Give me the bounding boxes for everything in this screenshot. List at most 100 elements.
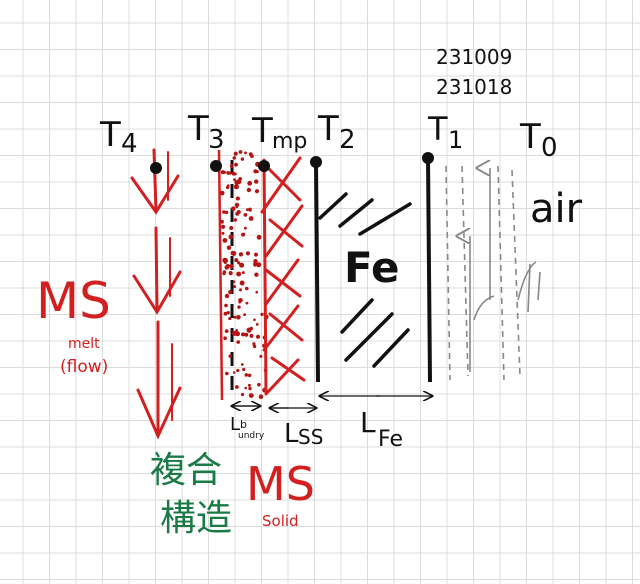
melt-dot [248, 207, 252, 211]
melt-dot [250, 154, 254, 159]
solid-ms-layer [260, 156, 306, 396]
melt-dot [239, 288, 242, 292]
dim-lfe: L Fe [360, 406, 403, 452]
melt-dot [244, 151, 247, 155]
melt-dot [236, 315, 241, 320]
melt-dot [245, 251, 250, 256]
melt-dot [241, 271, 245, 275]
melt-dot [255, 323, 259, 326]
lb-letter: L [230, 414, 240, 435]
melt-dot [245, 286, 249, 291]
melt-dot [236, 340, 240, 344]
label-t1: T 1 [427, 110, 463, 154]
melt-dot [243, 313, 247, 316]
melt-dot [238, 252, 244, 257]
melt-dot [223, 336, 227, 341]
melt-dot [234, 172, 237, 176]
melt-dot [248, 216, 254, 221]
melt-dot [221, 224, 226, 229]
t3-sub: 3 [208, 125, 225, 155]
melt-dot [224, 303, 228, 308]
label-ms-solid: MS [246, 457, 315, 511]
melt-dot [237, 261, 241, 265]
t2-letter: T [317, 109, 339, 149]
melt-dot [243, 213, 248, 217]
melt-flow-arrows [130, 148, 182, 440]
label-tmp: T mp [251, 111, 307, 154]
melt-dot [240, 363, 244, 366]
melt-dot [224, 210, 229, 215]
melt-dot [247, 383, 251, 387]
boundary-layer [217, 149, 269, 401]
melt-dot [233, 184, 239, 190]
dot-t4 [150, 162, 162, 174]
lss-sub: SS [298, 425, 323, 449]
melt-dot [228, 234, 234, 240]
melt-dot [225, 185, 230, 190]
melt-dot [221, 231, 225, 235]
melt-dot [255, 290, 258, 294]
lss-letter: L [284, 419, 299, 449]
melt-dot [254, 189, 260, 194]
melt-dot [229, 226, 234, 230]
melt-dot [244, 386, 247, 390]
melt-dot [226, 263, 230, 268]
melt-dot [256, 262, 262, 268]
melt-dot [252, 342, 256, 346]
melt-dot [245, 301, 249, 305]
tmp-letter: T [251, 111, 273, 151]
melt-dot [259, 354, 263, 358]
melt-dot [250, 394, 254, 398]
melt-dot [229, 164, 234, 168]
melt-dot [222, 270, 227, 274]
lb-sub-bottom: undry [238, 431, 265, 441]
melt-dot [244, 226, 247, 230]
t0-sub: 0 [541, 133, 558, 163]
melt-dot [242, 367, 246, 372]
dot-tmp [258, 160, 270, 172]
t0-letter: T [519, 117, 541, 157]
dot-t3 [210, 160, 222, 172]
melt-dot [237, 305, 241, 309]
label-solid: Solid [262, 512, 299, 530]
melt-dot [220, 219, 224, 224]
node-dots [150, 152, 434, 174]
melt-dot [222, 257, 228, 263]
fe-hatching [318, 192, 412, 368]
date-1: 231009 [436, 45, 512, 69]
melt-dot [228, 354, 232, 358]
t1-sub: 1 [448, 126, 463, 154]
melt-dot [247, 180, 253, 186]
melt-dot [234, 258, 239, 263]
tmp-sub: mp [272, 129, 307, 154]
melt-dot [235, 211, 240, 216]
melt-dot [238, 300, 242, 304]
melt-dot [254, 272, 259, 277]
melt-dot [253, 259, 258, 264]
melt-dot [226, 245, 232, 250]
melt-dot [228, 316, 232, 321]
melt-dot [228, 171, 232, 175]
dim-lb: L b undry [230, 414, 265, 441]
label-fe: Fe [344, 243, 399, 292]
label-t4: T 4 [99, 115, 138, 159]
label-t0: T 0 [519, 117, 558, 163]
melt-dot [241, 232, 246, 237]
melt-dot [252, 344, 257, 349]
melt-dot [235, 205, 239, 209]
melt-dot [254, 179, 259, 184]
melt-dot [236, 272, 241, 277]
melt-dot [230, 206, 236, 211]
label-t2: T 2 [317, 109, 356, 155]
melt-dot [239, 280, 245, 286]
melt-dot [233, 285, 237, 289]
melt-dot [256, 234, 262, 240]
melt-dot [238, 177, 242, 181]
melt-dot [246, 327, 252, 333]
melt-dot [235, 196, 240, 201]
melt-dot [238, 150, 243, 154]
melt-dot [256, 334, 260, 339]
melt-dot [257, 382, 261, 387]
melt-dot [226, 311, 230, 315]
